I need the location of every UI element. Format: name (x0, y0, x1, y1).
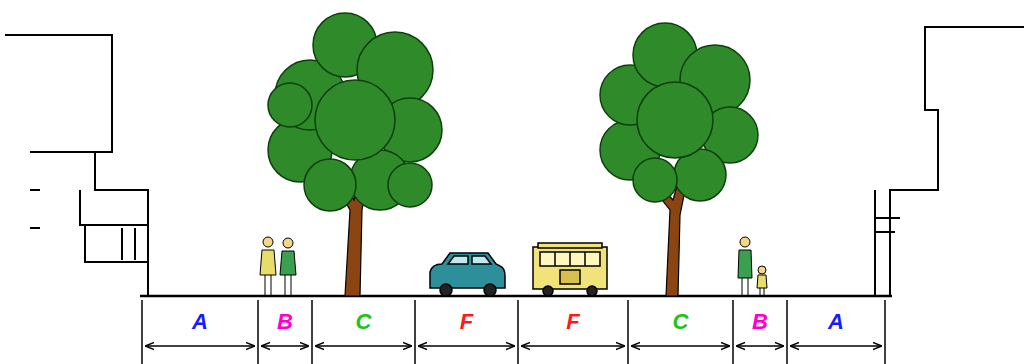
dimension-arrow (419, 345, 514, 346)
dimension-ticks (142, 300, 885, 364)
segment-label: B (750, 311, 770, 333)
ground-line (140, 295, 892, 298)
car (430, 253, 505, 296)
right-building (875, 27, 1024, 296)
dimension-arrow (316, 345, 411, 346)
segment-label: F (458, 311, 475, 333)
segment-label: F (564, 311, 581, 333)
segment-label: B (275, 311, 295, 333)
bus (533, 243, 607, 296)
dimension-arrow (737, 345, 783, 346)
dimension-arrows (146, 345, 881, 346)
street-tree (268, 13, 442, 296)
dimension-arrow (262, 345, 308, 346)
dimension-arrow (146, 345, 254, 346)
street-tree (600, 23, 758, 296)
pedestrian (738, 237, 767, 295)
segment-label: A (190, 311, 210, 333)
dimension-arrow (522, 345, 624, 346)
segment-label: C (354, 311, 374, 333)
left-building (5, 35, 148, 296)
segment-label: A (826, 311, 846, 333)
pedestrians (260, 237, 296, 295)
dimension-arrow (791, 345, 881, 346)
segment-label: C (671, 311, 691, 333)
dimension-arrow (632, 345, 729, 346)
